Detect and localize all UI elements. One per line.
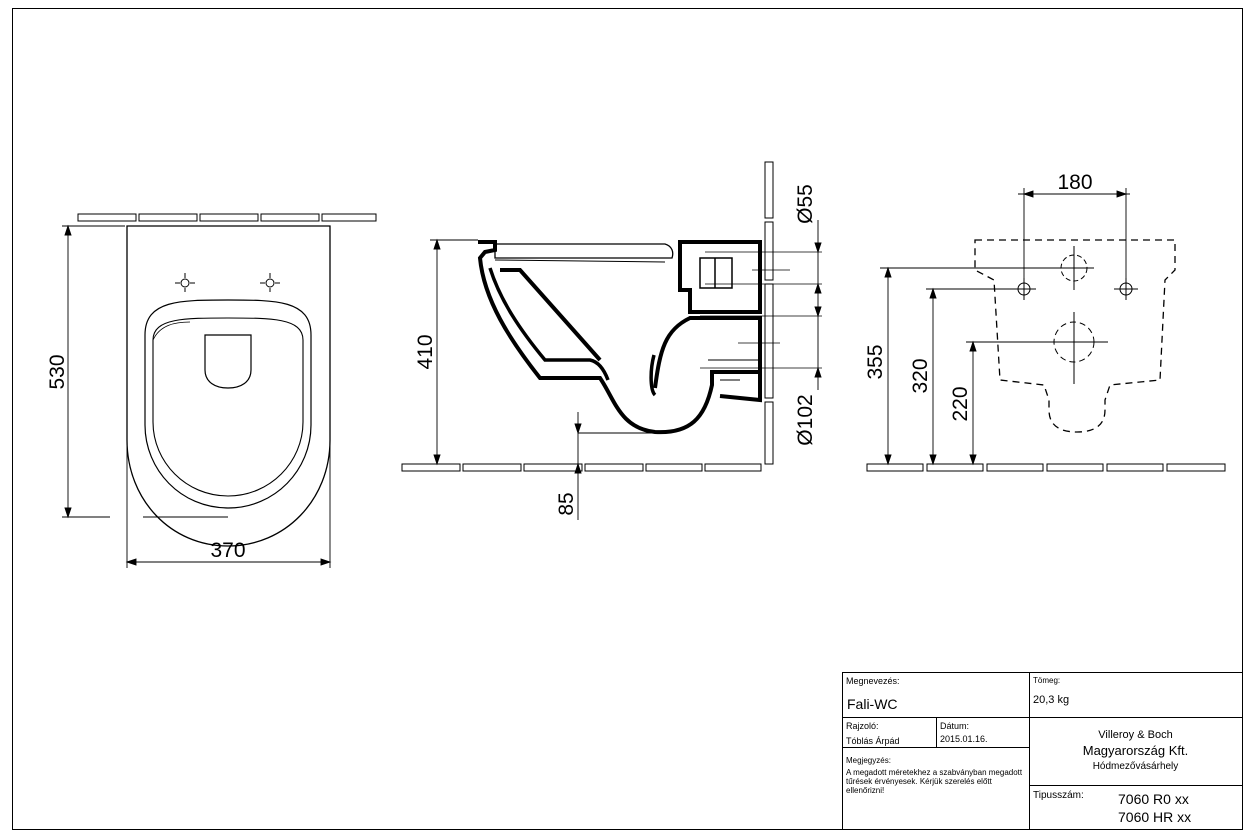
side-view — [401, 161, 822, 520]
front-outline — [126, 225, 331, 547]
front-bowl-opening — [204, 334, 252, 389]
dim-label-370: 370 — [210, 539, 245, 562]
side-inner-wall — [488, 267, 610, 381]
type-label: Tipusszám: — [1033, 790, 1084, 801]
wall-tiles-front — [77, 213, 377, 222]
rear-holes — [1012, 246, 1138, 384]
front-view — [62, 213, 377, 568]
wall-side — [764, 161, 774, 465]
dim-355 — [880, 266, 1054, 466]
drawing-frame — [12, 8, 1243, 830]
company-line1: Villeroy & Boch — [1098, 729, 1173, 741]
front-seat-outer — [144, 299, 312, 509]
front-fixing-holes — [175, 273, 280, 292]
date-value: 2015.01.16. — [940, 734, 988, 744]
weight-label: Tömeg: — [1033, 676, 1061, 685]
dim-label-o55: Ø55 — [794, 184, 817, 224]
drawer-label: Rajzoló: — [846, 721, 879, 731]
company-line3: Hódmezővásárhely — [1092, 761, 1179, 772]
side-rim-top — [494, 243, 674, 259]
dim-label-o102: Ø102 — [794, 394, 817, 445]
dim-label-410: 410 — [414, 334, 437, 369]
dim-label-355: 355 — [864, 344, 887, 379]
side-trap — [500, 268, 762, 389]
side-centerlines — [700, 251, 822, 369]
dim-label-320: 320 — [909, 358, 932, 393]
dim-label-85: 85 — [555, 492, 578, 515]
drawer-value: Tóblás Árpád — [846, 736, 900, 746]
dim-label-530: 530 — [46, 354, 69, 389]
dim-370 — [125, 445, 332, 568]
dim-pipes — [814, 220, 822, 390]
dim-530 — [62, 224, 125, 519]
side-inlet — [699, 257, 733, 289]
side-rear-block — [678, 240, 762, 314]
company-line2: Magyarország Kft. — [1082, 743, 1189, 758]
type-value-1: 7060 R0 xx — [1118, 791, 1189, 807]
rear-view — [866, 188, 1226, 472]
dim-label-220: 220 — [949, 386, 972, 421]
dim-label-180: 180 — [1057, 171, 1092, 194]
dim-320 — [926, 287, 1012, 466]
side-bowl-shell — [477, 240, 762, 435]
type-value-2: 7060 HR xx — [1118, 809, 1192, 825]
dim-180 — [1018, 188, 1130, 280]
floor-tiles-rear — [866, 463, 1226, 472]
dim-85 — [574, 412, 660, 520]
title-block: Megnevezés: Fali-WC Tömeg: 20,3 kg Rajzo… — [842, 672, 1243, 830]
name-label: Megnevezés: — [846, 676, 900, 686]
name-value: Fali-WC — [847, 696, 898, 712]
dim-410 — [430, 238, 478, 466]
note-text: A megadott méretekhez a szabványban mega… — [846, 768, 1023, 795]
floor-tiles-side — [401, 463, 762, 472]
rear-outline-dashed — [974, 239, 1176, 433]
dim-220 — [966, 340, 1040, 466]
note-label: Megjegyzés: — [846, 756, 891, 765]
weight-value: 20,3 kg — [1033, 694, 1070, 706]
front-seat-inner — [152, 317, 304, 497]
date-label: Dátum: — [940, 721, 970, 731]
